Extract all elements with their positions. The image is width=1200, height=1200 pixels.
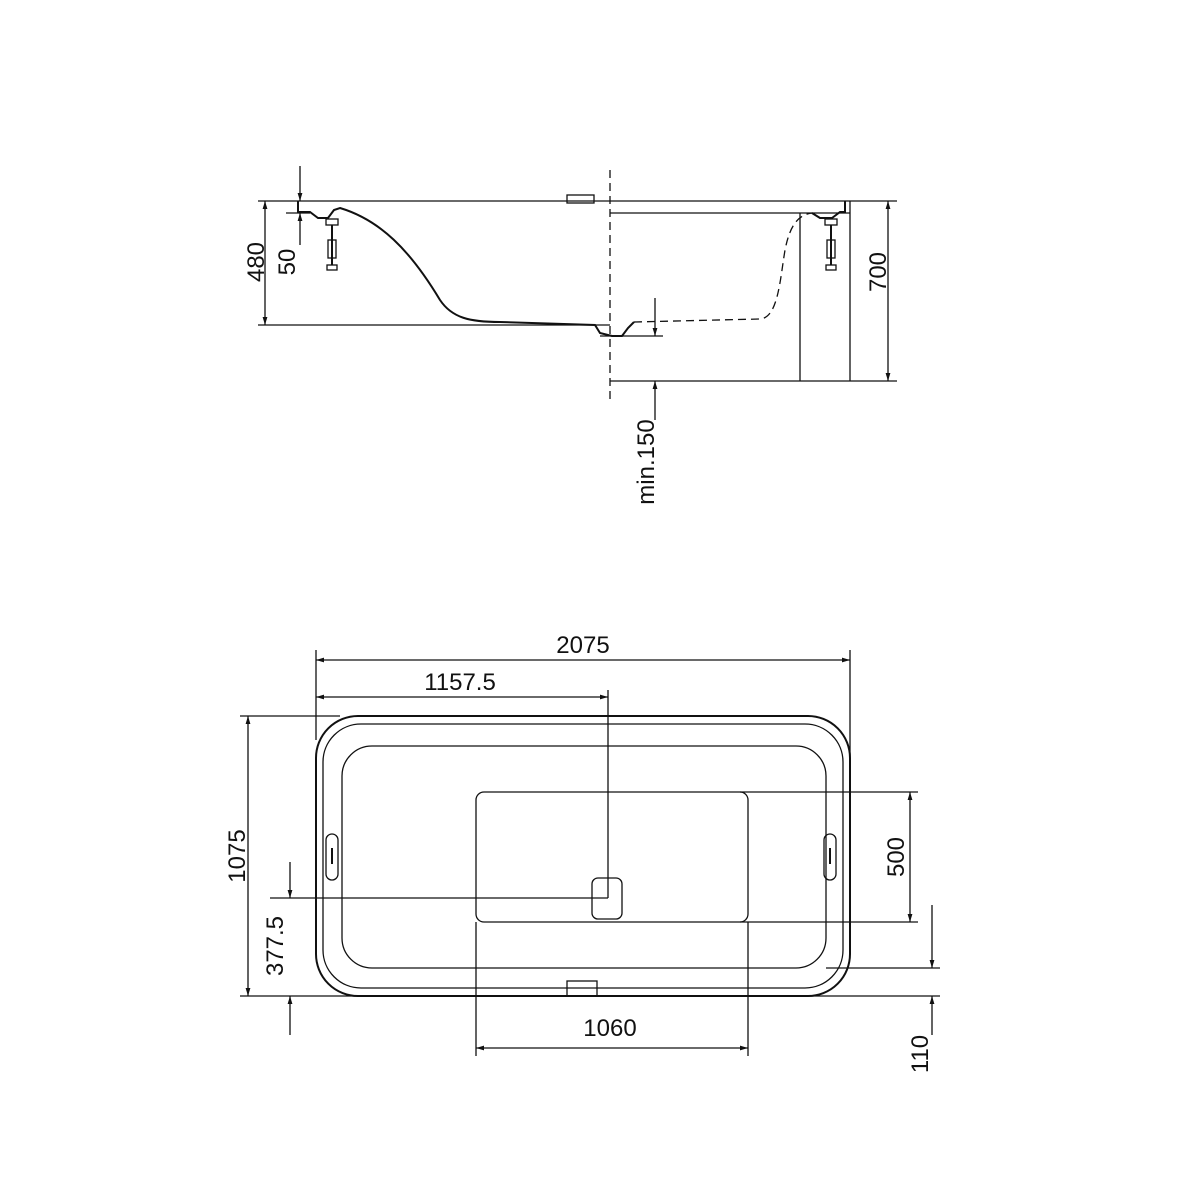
plan-view: 2075 1157.5 1075 377.5 500 110 1060 bbox=[224, 632, 940, 1073]
dimension-1060-label: 1060 bbox=[583, 1015, 636, 1042]
adjustable-foot-left bbox=[325, 218, 339, 271]
handle-right bbox=[823, 833, 837, 881]
dimension-min150-label: min.150 bbox=[633, 419, 660, 504]
footwell-outline bbox=[475, 791, 749, 923]
dimension-700-label: 700 bbox=[865, 252, 892, 292]
handle-left bbox=[325, 833, 339, 881]
dimension-480-label: 480 bbox=[243, 242, 270, 282]
tub-rim-outline bbox=[322, 723, 844, 989]
tub-outer-outline bbox=[315, 715, 851, 997]
tub-profile-left bbox=[297, 201, 635, 337]
dimension-50-label: 50 bbox=[274, 249, 301, 276]
dimension-1075-label: 1075 bbox=[224, 829, 251, 882]
tub-profile-right bbox=[633, 212, 813, 323]
dimension-500-label: 500 bbox=[883, 837, 910, 877]
tub-rim-right bbox=[811, 201, 846, 219]
side-view: 480 50 700 min.150 bbox=[243, 166, 897, 505]
adjustable-foot-right bbox=[824, 218, 838, 271]
dimension-110-label: 110 bbox=[907, 1035, 934, 1073]
dimension-2075-label: 2075 bbox=[556, 632, 609, 659]
tub-basin-outline bbox=[341, 745, 827, 969]
overflow bbox=[566, 194, 595, 204]
dimension-1157-5-label: 1157.5 bbox=[424, 669, 496, 696]
dimension-377-5-label: 377.5 bbox=[262, 916, 289, 976]
